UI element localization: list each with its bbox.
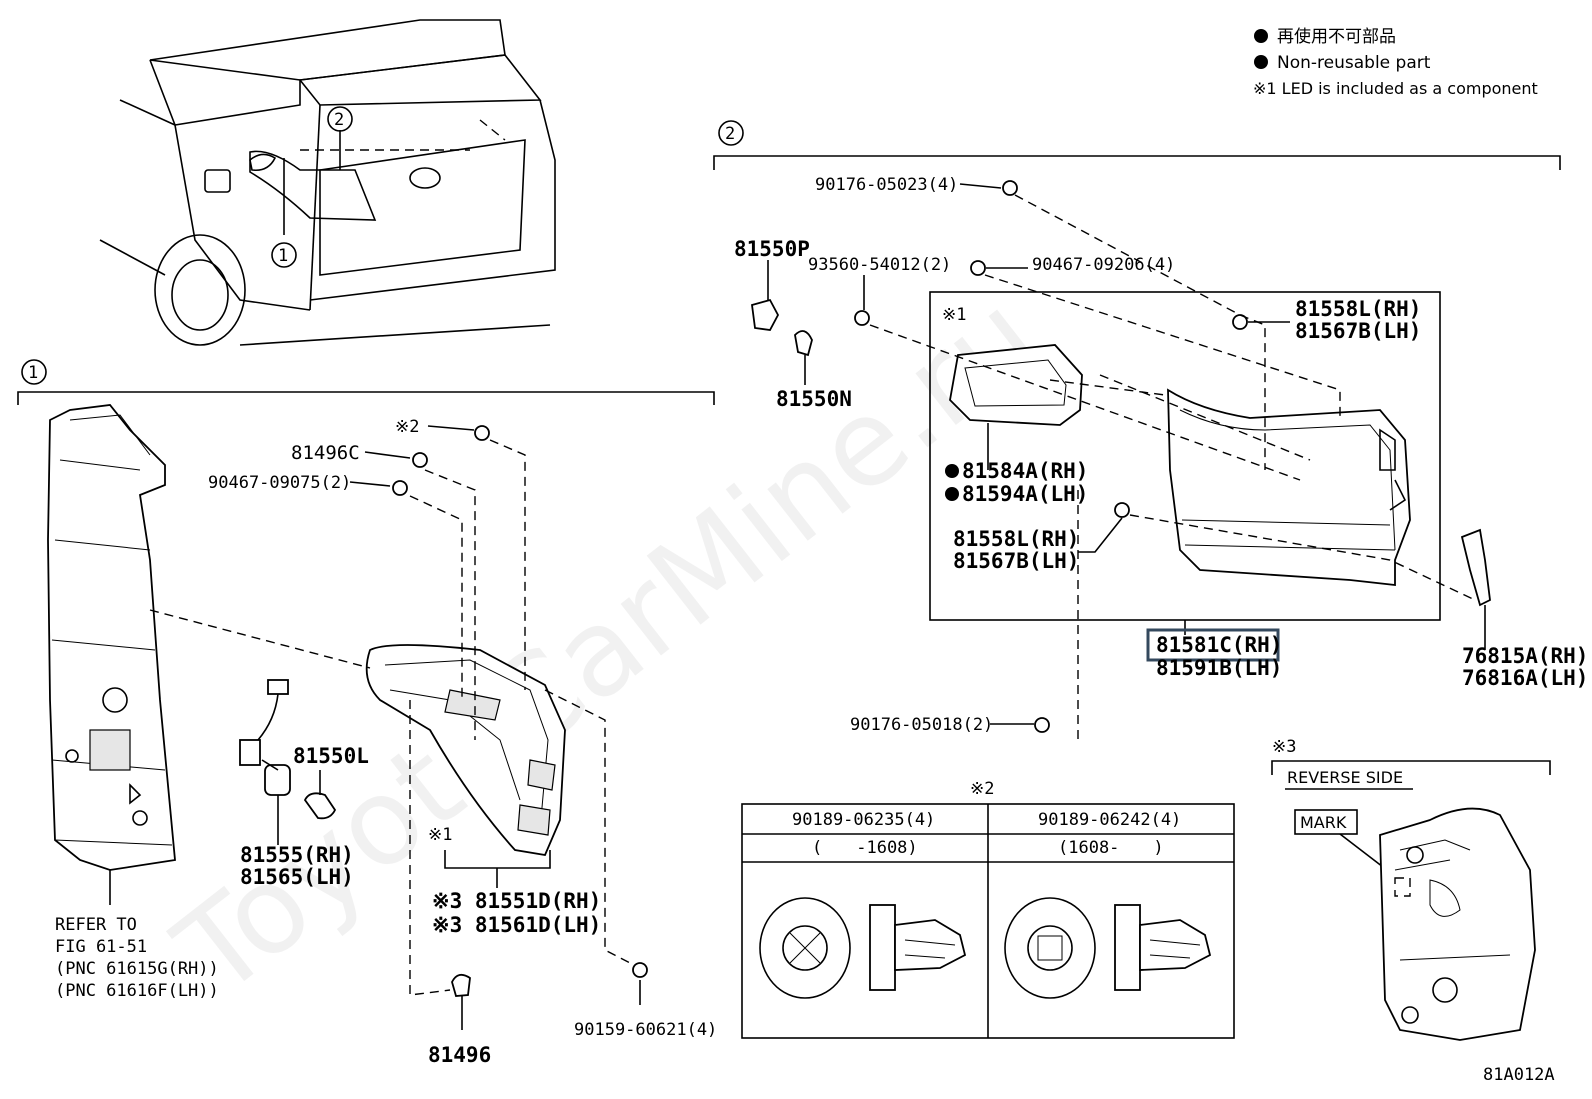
part-81551D[interactable]: ※3 81551D(RH) — [432, 889, 601, 913]
marker-1-text: 1 — [278, 246, 288, 266]
clip-90189-06242 — [1004, 897, 1212, 999]
legend: 再使用不可部品 Non-reusable part ※1 LED is incl… — [1253, 26, 1538, 98]
part-81591B[interactable]: 81591B(LH) — [1156, 656, 1282, 680]
reverse-side-label: REVERSE SIDE — [1287, 768, 1403, 787]
clip-col2-range: (1608- ) — [1058, 838, 1164, 858]
rear-combination-lamp-outer — [365, 644, 566, 857]
note-2-marker: ※2 — [395, 417, 419, 437]
clip-90189-06235 — [759, 897, 967, 999]
part-81555[interactable]: 81555(RH) — [240, 843, 354, 867]
box-note1-marker: ※1 — [942, 305, 966, 325]
socket-81550P — [751, 260, 813, 385]
part-90159-60621[interactable]: 90159-60621(4) — [574, 1020, 717, 1040]
part-81581C[interactable]: 81581C(RH) — [1156, 633, 1282, 657]
fasteners-section-1 — [349, 425, 648, 1030]
section-2-marker: 2 — [725, 124, 735, 144]
mark-label: MARK — [1300, 813, 1347, 832]
note-1-marker: ※1 — [428, 825, 452, 845]
refer-line1: REFER TO — [55, 915, 137, 935]
marker-2-text: 2 — [334, 110, 344, 130]
part-93560-54012[interactable]: 93560-54012(2) — [808, 255, 951, 275]
section-1-header: 1 — [17, 359, 715, 405]
part-81567B-a[interactable]: 81567B(LH) — [1295, 319, 1421, 343]
highlight-81581C — [1146, 628, 1280, 662]
non-reusable-dot-icon — [945, 464, 959, 478]
part-81496[interactable]: 81496 — [428, 1043, 491, 1067]
guide-lines-section-1 — [149, 439, 631, 996]
clip-col2-header: 90189-06242(4) — [1038, 810, 1181, 830]
non-reusable-dot-icon — [1254, 55, 1268, 69]
clip-col1-header: 90189-06235(4) — [792, 810, 935, 830]
guide-lines-section-2 — [869, 194, 1476, 745]
socket-and-wire — [239, 679, 337, 845]
part-76816A[interactable]: 76816A(LH) — [1462, 666, 1588, 690]
vehicle-overview: 1 2 — [99, 19, 556, 346]
section-2-header: 2 — [713, 120, 1561, 170]
legend-jp: 再使用不可部品 — [1277, 26, 1396, 47]
non-reusable-dot-icon — [945, 487, 959, 501]
rear-combination-lamp-inner — [1167, 388, 1411, 587]
legend-en: Non-reusable part — [1277, 53, 1431, 73]
part-81561D[interactable]: ※3 81561D(LH) — [432, 913, 601, 937]
fasteners-section-2 — [854, 180, 1290, 733]
reverse-side-detail: ※3 REVERSE SIDE MARK — [1271, 737, 1551, 1041]
part-81594A[interactable]: 81594A(LH) — [962, 482, 1088, 506]
clip-table-title: ※2 — [970, 779, 994, 799]
part-81565[interactable]: 81565(LH) — [240, 865, 354, 889]
part-81558L-a[interactable]: 81558L(RH) — [1295, 297, 1421, 321]
clip-table: ※2 90189-06235(4) 90189-06242(4) ( -1608… — [741, 779, 1235, 1039]
part-81567B-b[interactable]: 81567B(LH) — [953, 549, 1079, 573]
watermark-text: ToyotaCarMine.ru — [151, 268, 1063, 1024]
part-90176-05018[interactable]: 90176-05018(2) — [850, 715, 993, 735]
legend-note1: ※1 LED is included as a component — [1253, 79, 1538, 98]
part-81496C[interactable]: 81496C — [291, 442, 360, 464]
reverse-title: ※3 — [1272, 737, 1296, 757]
refer-line4: (PNC 61616F(LH)) — [55, 981, 219, 1001]
figure-id: 81A012A — [1483, 1065, 1555, 1085]
cover-76815A — [1460, 528, 1491, 607]
part-81550L[interactable]: 81550L — [293, 744, 369, 768]
part-81584A[interactable]: 81584A(RH) — [962, 459, 1088, 483]
section-1-marker: 1 — [28, 363, 38, 383]
part-90176-05023[interactable]: 90176-05023(4) — [815, 175, 958, 195]
non-reusable-dot-icon — [1254, 29, 1268, 43]
part-81550P[interactable]: 81550P — [734, 237, 810, 261]
refer-line2: FIG 61-51 — [55, 937, 147, 957]
part-90467-09075[interactable]: 90467-09075(2) — [208, 473, 351, 493]
part-90467-09206[interactable]: 90467-09206(4) — [1032, 255, 1175, 275]
part-76815A[interactable]: 76815A(RH) — [1462, 644, 1588, 668]
quarter-panel — [47, 404, 176, 905]
part-81550N[interactable]: 81550N — [776, 387, 852, 411]
part-81558L-b[interactable]: 81558L(RH) — [953, 527, 1079, 551]
refer-line3: (PNC 61615G(RH)) — [55, 959, 219, 979]
clip-col1-range: ( -1608) — [812, 838, 918, 858]
